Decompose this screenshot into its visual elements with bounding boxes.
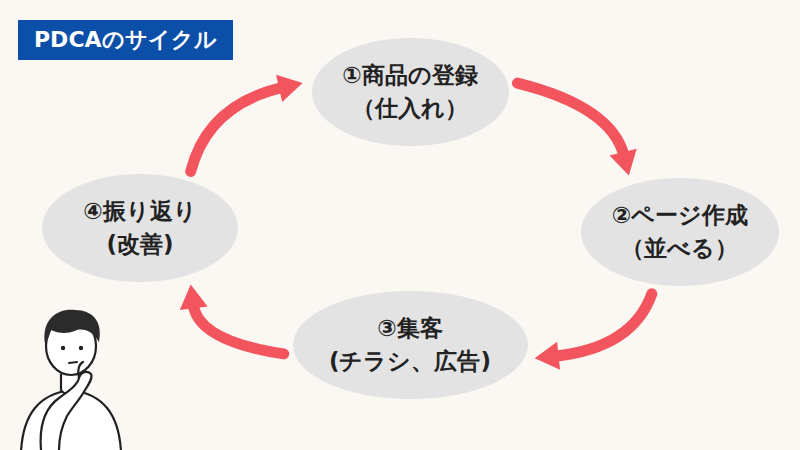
- step-note: （並べる）: [612, 232, 748, 265]
- person-arm: [41, 372, 92, 450]
- person-mouth: [69, 362, 77, 363]
- arrow-head: [276, 75, 302, 102]
- ellipse-shape: [293, 291, 528, 399]
- title-banner: PDCAのサイクル: [18, 20, 233, 60]
- step-note: (改善): [83, 228, 196, 261]
- ellipse-outline: [293, 291, 528, 399]
- person-eye: [79, 346, 83, 350]
- cycle-step-ellipse: ③集客(チラシ、広告): [293, 291, 528, 399]
- cycle-step-ellipse: ①商品の登録（仕入れ）: [312, 38, 509, 146]
- ellipse-outline: [42, 174, 238, 282]
- step-heading: ④振り返り: [83, 195, 196, 228]
- person-hair: [44, 310, 99, 344]
- cycle-step-ellipse: ④振り返り(改善): [42, 174, 238, 282]
- node-text-group: ②ページ作成（並べる）: [612, 199, 748, 266]
- step-heading: ③集客: [329, 312, 491, 345]
- ellipse-shape: [42, 174, 238, 282]
- cycle-arrow: [193, 304, 284, 354]
- cycle-arrow: [517, 83, 624, 156]
- ellipse-outline: [581, 178, 779, 286]
- node-text-group: ④振り返り(改善): [83, 195, 196, 262]
- step-heading: ①商品の登録: [342, 59, 477, 92]
- arrow-head: [535, 342, 560, 370]
- step-note: (チラシ、広告): [329, 345, 491, 378]
- ellipse-outline: [312, 38, 509, 146]
- person-finger: [78, 362, 83, 378]
- cycle-arrow: [191, 87, 283, 171]
- step-note: （仕入れ）: [342, 92, 477, 125]
- ellipse-shape: [312, 38, 509, 146]
- node-text-group: ①商品の登録（仕入れ）: [342, 59, 477, 126]
- cycle-step-ellipse: ②ページ作成（並べる）: [581, 178, 779, 286]
- node-text-group: ③集客(チラシ、広告): [329, 312, 491, 379]
- cycle-arrow: [555, 294, 652, 356]
- step-heading: ②ページ作成: [612, 199, 748, 232]
- thinking-person: [15, 290, 127, 450]
- person-eye: [61, 346, 65, 350]
- arrow-head: [610, 149, 637, 176]
- ellipse-shape: [581, 178, 779, 286]
- arrow-head: [180, 285, 208, 311]
